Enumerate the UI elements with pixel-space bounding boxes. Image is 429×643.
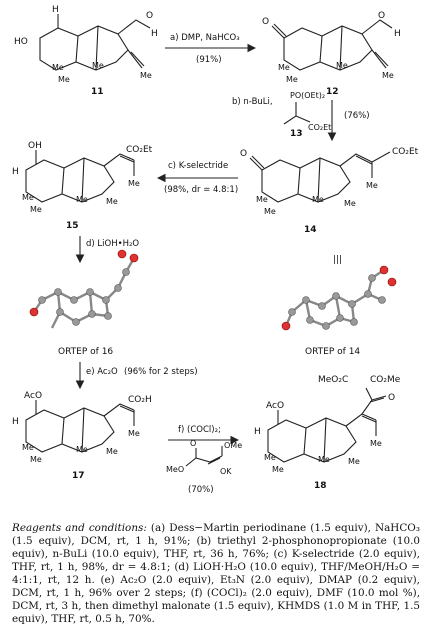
structure-17: AcO H CO₂H Me Me Me Me Me 17: [12, 391, 152, 481]
methyl-label: Me: [128, 429, 140, 438]
caption-body: (a) Dess−Martin periodinane (1.5 equiv),…: [12, 522, 420, 625]
structure-18: AcO H MeO₂C CO₂Me O Me Me Me Me Me 18: [254, 375, 401, 491]
compound-number: 14: [304, 225, 317, 235]
methyl-label: Me: [348, 457, 360, 466]
step-c-conditions: c) K-selectride: [168, 161, 228, 171]
methyl-label: Me: [58, 75, 70, 84]
ortep-16-label: ORTEP of 16: [58, 347, 113, 357]
equivalence-mark: |||: [333, 255, 342, 265]
methyl-label: Me: [106, 197, 118, 206]
structure-14: O CO₂Et Me Me Me Me Me 14: [240, 147, 419, 235]
aldehyde-h-label: H: [151, 29, 158, 39]
methyl-label: Me: [336, 61, 348, 70]
ester-label: CO₂Et: [392, 147, 419, 157]
h-label: H: [52, 5, 59, 15]
methyl-label: Me: [344, 199, 356, 208]
aldehyde-o-label: O: [378, 11, 385, 21]
step-e: e) Ac₂O (96% for 2 steps): [75, 362, 198, 390]
methoxy-label: OMe: [224, 441, 242, 450]
methyl-label: Me: [76, 445, 88, 454]
acid-label: CO₂H: [128, 395, 152, 405]
methyl-label: Me: [366, 181, 378, 190]
ester-label: CO₂Et: [308, 123, 331, 132]
structure-15: OH H CO₂Et Me Me Me Me Me 15: [12, 141, 153, 231]
step-f: f) (COCl)₂; MeO OMe OK O (70%): [166, 425, 242, 495]
compound-number: 15: [66, 221, 79, 231]
methyl-label: Me: [30, 455, 42, 464]
methyl-label: Me: [264, 207, 276, 216]
step-d: d) LiOH•H₂O: [75, 236, 139, 264]
compound-number: 17: [72, 471, 85, 481]
h-label: H: [12, 167, 19, 177]
step-e-yield: (96% for 2 steps): [124, 367, 198, 377]
malonate-ester-label: CO₂Me: [370, 375, 401, 385]
h-label: H: [12, 417, 19, 427]
step-a-yield: (91%): [196, 55, 222, 65]
methyl-label: Me: [264, 453, 276, 462]
acetoxy-label: AcO: [266, 401, 284, 411]
methyl-label: Me: [256, 195, 268, 204]
methoxy-label: MeO: [166, 465, 184, 474]
methyl-label: Me: [92, 61, 104, 70]
compound-number: 12: [326, 87, 339, 97]
structure-12: O O H Me Me Me Me 12: [262, 11, 401, 97]
step-b-conditions: b) n-BuLi,: [232, 97, 273, 107]
methyl-label: Me: [140, 71, 152, 80]
methyl-label: Me: [106, 447, 118, 456]
ortep-14-label: ORTEP of 14: [305, 347, 360, 357]
reaction-scheme: HO H O H Me Me Me Me 11 a) DMP, NaHCO₃ (…: [12, 5, 419, 495]
hydroxyl-label: HO: [14, 37, 28, 47]
methyl-label: Me: [278, 63, 290, 72]
methyl-label: Me: [22, 193, 34, 202]
methyl-label: Me: [76, 195, 88, 204]
compound-number: 13: [290, 129, 303, 139]
methyl-label: Me: [30, 205, 42, 214]
aldehyde-h-label: H: [394, 29, 401, 39]
methyl-label: Me: [382, 71, 394, 80]
step-d-conditions: d) LiOH•H₂O: [86, 239, 139, 249]
scheme-caption: Reagents and conditions: (a) Dess−Martin…: [12, 522, 420, 626]
step-c-yield: (98%, dr = 4.8:1): [164, 185, 238, 195]
methyl-label: Me: [286, 75, 298, 84]
hydroxyl-label: OH: [28, 141, 42, 151]
step-b: b) n-BuLi, PO(OEt)₂ CO₂Et 13 (76%): [232, 91, 370, 142]
step-f-yield: (70%): [188, 485, 214, 495]
phosphonate-label: PO(OEt)₂: [290, 91, 325, 100]
ketone-o-label: O: [262, 17, 269, 27]
methyl-label: Me: [52, 63, 64, 72]
methyl-label: Me: [128, 179, 140, 188]
compound-number: 18: [314, 481, 327, 491]
step-c: c) K-selectride (98%, dr = 4.8:1): [156, 161, 238, 195]
carbonyl-o-label: O: [190, 439, 196, 448]
methyl-label: Me: [22, 443, 34, 452]
methyl-label: Me: [272, 465, 284, 474]
acetoxy-label: AcO: [24, 391, 42, 401]
methyl-label: Me: [318, 455, 330, 464]
ester-label: CO₂Et: [126, 145, 153, 155]
step-e-conditions: e) Ac₂O: [86, 367, 118, 377]
step-a: a) DMP, NaHCO₃ (91%): [165, 33, 257, 65]
ketone-o-label: O: [388, 393, 395, 403]
compound-number: 11: [91, 87, 104, 97]
step-a-conditions: a) DMP, NaHCO₃: [170, 33, 240, 43]
methyl-label: Me: [370, 439, 382, 448]
step-b-yield: (76%): [344, 111, 370, 121]
ketone-o-label: O: [240, 149, 247, 159]
step-f-conditions: f) (COCl)₂;: [178, 425, 221, 435]
h-label: H: [254, 427, 261, 437]
ortep-14-model: ORTEP of 14: [281, 265, 397, 357]
structure-11: HO H O H Me Me Me Me 11: [14, 5, 158, 97]
caption-title: Reagents and conditions:: [12, 522, 147, 534]
potassium-enolate-label: OK: [220, 467, 232, 476]
ortep-16-model: ORTEP of 16: [29, 249, 139, 357]
methyl-label: Me: [312, 195, 324, 204]
malonate-ester-label: MeO₂C: [318, 375, 348, 385]
aldehyde-o-label: O: [146, 11, 153, 21]
